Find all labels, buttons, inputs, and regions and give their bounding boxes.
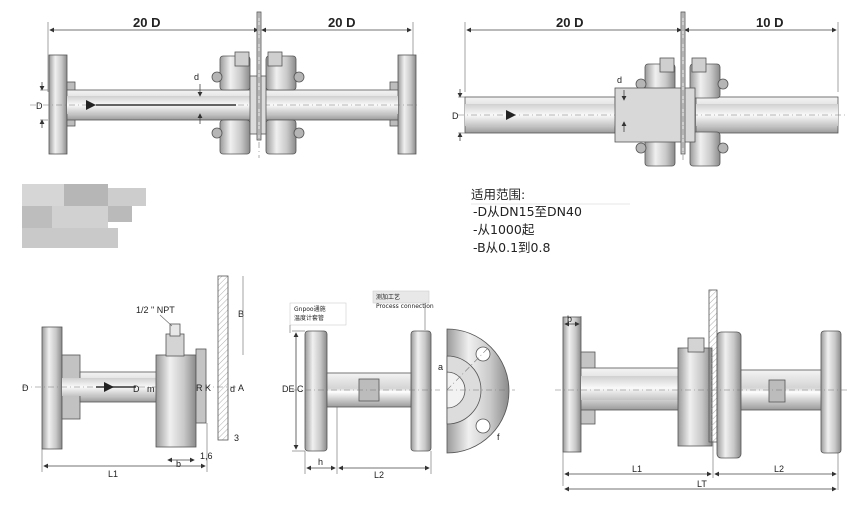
br-LT: LT: [697, 479, 707, 489]
scope-line-3: -B从0.1到0.8: [473, 240, 550, 255]
bottom-mid-assembly: Gnpoo通施 温度计套管 测加工艺 Process connection DE…: [282, 290, 515, 480]
bl-D2: D: [133, 384, 140, 394]
scope-text: 适用范围: -D从DN15至DN40 -从1000起 -B从0.1到0.8: [471, 187, 630, 255]
box1-line2: 温度计套管: [294, 314, 324, 322]
br-b: b: [567, 314, 572, 324]
scope-title: 适用范围:: [471, 187, 525, 202]
bottom-right-assembly: b L1 L2 LT: [555, 289, 850, 492]
top-left-D: D: [36, 101, 43, 111]
bm-h: h: [318, 457, 323, 467]
br-L2: L2: [774, 464, 784, 474]
br-L1: L1: [632, 464, 642, 474]
bl-K: K: [205, 383, 211, 393]
npt-label: 1/2 " NPT: [136, 305, 175, 315]
bl-A: A: [238, 383, 244, 393]
blurred-block: [22, 184, 146, 248]
bl-d: d: [230, 384, 235, 394]
top-left-dim-right: 20 D: [328, 15, 355, 30]
top-right-d: d: [617, 75, 622, 85]
bl-D: D: [22, 383, 29, 393]
bm-DEC: DE C: [282, 384, 304, 394]
box1-line1: Gnpoo通施: [294, 305, 326, 313]
top-right-assembly: 20 D 10 D D d: [452, 11, 845, 167]
scope-line-2: -从1000起: [473, 222, 535, 237]
top-left-assembly: 20 D 20 D D d: [30, 11, 420, 158]
box2-line2: Process connection: [376, 303, 434, 310]
top-left-dim-left: 20 D: [133, 15, 160, 30]
top-right-D: D: [452, 111, 459, 121]
bl-B: B: [238, 309, 244, 319]
bl-L1: L1: [108, 469, 118, 479]
scope-line-1: -D从DN15至DN40: [473, 204, 582, 219]
bl-16: 1,6: [200, 451, 213, 461]
bm-a: a: [438, 362, 443, 372]
top-left-d: d: [194, 72, 199, 82]
bm-L2: L2: [374, 470, 384, 480]
bl-b: b: [176, 459, 181, 469]
bm-f: f: [497, 432, 500, 442]
bottom-left-assembly: 1/2 " NPT D D m R K d A B L1 b 1,6 3: [22, 275, 244, 479]
bl-m: m: [147, 384, 155, 394]
bl-R: R: [196, 383, 203, 393]
top-right-dim-right: 10 D: [756, 15, 783, 30]
box2-line1: 测加工艺: [376, 293, 400, 301]
top-right-dim-left: 20 D: [556, 15, 583, 30]
bl-3: 3: [234, 433, 239, 443]
